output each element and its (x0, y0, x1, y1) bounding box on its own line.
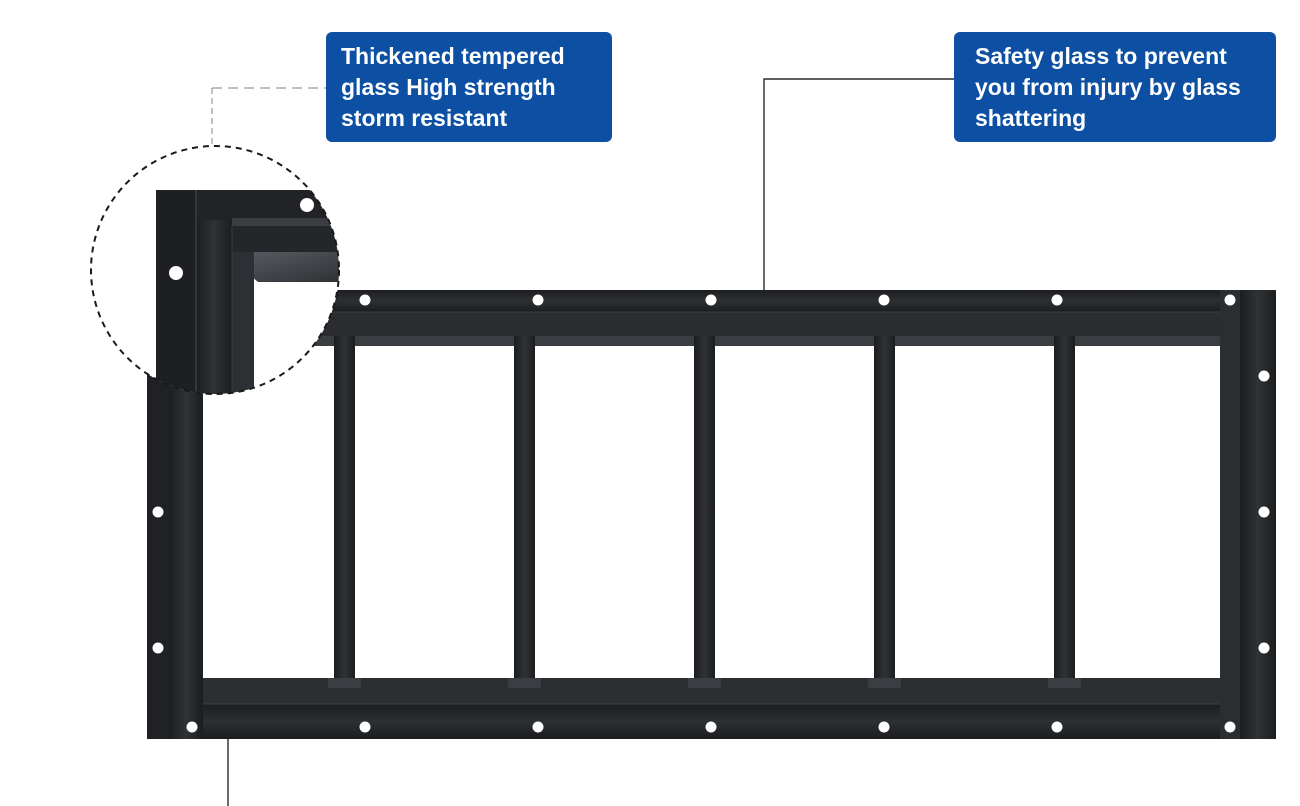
glass-pane-6 (1075, 346, 1220, 678)
screw-hole-icon (532, 721, 544, 733)
screw-hole-icon (1258, 642, 1270, 654)
screw-hole-icon (1051, 294, 1063, 306)
screw-hole-icon (1224, 721, 1236, 733)
glass-pane-3 (535, 346, 694, 678)
screw-hole-icon (878, 294, 890, 306)
screw-hole-icon (359, 721, 371, 733)
screw-hole-icon (878, 721, 890, 733)
glass-pane-5 (895, 346, 1054, 678)
tempered-glass-callout: Thickened tempered glass High strength s… (326, 32, 612, 142)
screw-hole-icon (359, 294, 371, 306)
screw-hole-icon (1051, 721, 1063, 733)
mullions (328, 336, 1081, 688)
screw-hole-icon (186, 721, 198, 733)
screw-holes (152, 294, 1270, 733)
screw-hole-icon (152, 506, 164, 518)
screw-hole-icon (705, 721, 717, 733)
screw-hole-icon (152, 642, 164, 654)
screw-hole-icon (1224, 294, 1236, 306)
safety-glass-callout: Safety glass to prevent you from injury … (954, 32, 1276, 142)
glass-pane-4 (715, 346, 874, 678)
glass-pane-2 (355, 346, 514, 678)
screw-hole-icon (705, 294, 717, 306)
glass-pane-1 (203, 346, 334, 678)
screw-hole-icon (1258, 370, 1270, 382)
screw-hole-icon (1258, 506, 1270, 518)
screw-hole-icon (532, 294, 544, 306)
